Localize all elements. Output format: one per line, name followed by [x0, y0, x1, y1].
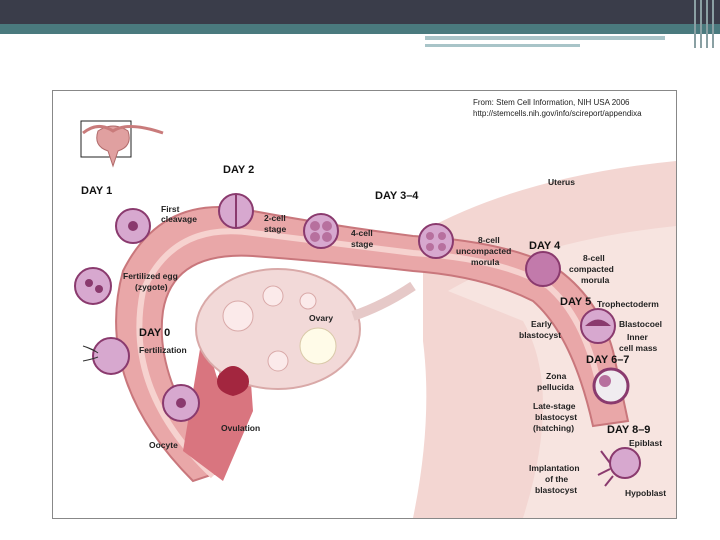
zona-pellucida-label-2: pellucida	[537, 382, 574, 392]
inset-box	[80, 120, 132, 158]
first-cleavage-label: First	[161, 204, 180, 214]
zygote-label: Fertilized egg	[123, 271, 178, 281]
day-8-9-label: DAY 8–9	[607, 424, 650, 436]
late-blastocyst-label-2: blastocyst	[535, 412, 577, 422]
early-blastocyst-label-2: blastocyst	[519, 330, 561, 340]
early-blastocyst-label: Early	[531, 319, 552, 329]
blastocoel-label: Blastocoel	[619, 319, 662, 329]
fallopian-tube	[115, 206, 630, 483]
ovulation-label: Ovulation	[221, 423, 260, 433]
uterus-wall	[448, 226, 676, 518]
implanting-blastocyst	[597, 447, 641, 487]
eight-cell-compacted-label-2: compacted	[569, 264, 614, 274]
slide-header-bar	[0, 0, 720, 24]
fimbriae	[183, 321, 253, 481]
two-cell-stage	[218, 193, 254, 229]
day-0-label: DAY 0	[139, 327, 170, 339]
inner-cell-mass-label: Inner	[627, 332, 648, 342]
early-blastocyst	[580, 308, 616, 344]
two-cell-label: 2-cell	[264, 213, 286, 223]
inset-uterus	[96, 125, 130, 168]
day-5-label: DAY 5	[560, 296, 591, 308]
two-cell-label-2: stage	[264, 224, 286, 234]
ovarian-ligament	[351, 281, 416, 321]
slide-header-accent	[0, 24, 720, 34]
day-3-4-label: DAY 3–4	[375, 190, 419, 202]
slide-header-ticks	[694, 0, 714, 48]
late-blastocyst	[592, 367, 630, 405]
eight-cell-uncompacted-label-2: uncompacted	[456, 246, 511, 256]
fertilization-label: Fertilization	[139, 345, 187, 355]
diagram-svg: From: Stem Cell Information, NIH USA 200…	[74, 98, 676, 518]
source-line-1: From: Stem Cell Information, NIH USA 200…	[473, 98, 630, 107]
day-6-7-label: DAY 6–7	[586, 354, 629, 366]
zona-pellucida-label: Zona	[546, 371, 567, 381]
ovary-follicle	[222, 300, 254, 332]
eight-cell-compacted-label: 8-cell	[583, 253, 605, 263]
oocyte-label: Oocyte	[149, 440, 178, 450]
zygote-label-2: (zygote)	[135, 282, 168, 292]
implantation-label-3: blastocyst	[535, 485, 577, 495]
four-cell-stage	[303, 213, 339, 249]
eight-cell-compacted-label-3: morula	[581, 275, 610, 285]
ovary-follicle	[299, 327, 337, 365]
day-1-label: DAY 1	[81, 185, 112, 197]
eight-cell-compacted	[525, 251, 561, 287]
epiblast-label: Epiblast	[629, 438, 662, 448]
slide-header-line-short	[425, 44, 580, 47]
day-4-label: DAY 4	[529, 240, 561, 252]
ovary-follicle	[262, 285, 284, 307]
inner-cell-mass-label-2: cell mass	[619, 343, 658, 353]
four-cell-label: 4-cell	[351, 228, 373, 238]
slide-header-line	[425, 36, 665, 40]
uterus-label: Uterus	[548, 177, 575, 187]
eight-cell-uncompacted-label-3: morula	[471, 257, 500, 267]
oocyte-cell	[162, 384, 200, 422]
late-blastocyst-label-3: (hatching)	[533, 423, 574, 433]
source-line-2: http://stemcells.nih.gov/info/scireport/…	[473, 109, 642, 118]
ovulation-rupture	[217, 366, 249, 396]
ovary-follicle	[267, 350, 289, 372]
implantation-label: Implantation	[529, 463, 580, 473]
ovary-follicle	[299, 292, 317, 310]
implantation-label-2: of the	[545, 474, 568, 484]
inset-tubes	[82, 125, 164, 135]
ovary-label: Ovary	[309, 313, 333, 323]
hypoblast-label: Hypoblast	[625, 488, 666, 498]
late-blastocyst-label: Late-stage	[533, 401, 576, 411]
embryo-development-diagram: From: Stem Cell Information, NIH USA 200…	[52, 90, 677, 519]
four-cell-label-2: stage	[351, 239, 373, 249]
first-cleavage-label-2: cleavage	[161, 214, 197, 224]
eight-cell-uncompacted-label: 8-cell	[478, 235, 500, 245]
zygote-cell	[74, 267, 112, 305]
trophectoderm-label: Trophectoderm	[597, 299, 659, 309]
first-cleavage-cell	[115, 208, 151, 244]
fertilization-cell	[82, 337, 130, 375]
eight-cell-uncompacted	[418, 223, 454, 259]
day-2-label: DAY 2	[223, 164, 254, 176]
